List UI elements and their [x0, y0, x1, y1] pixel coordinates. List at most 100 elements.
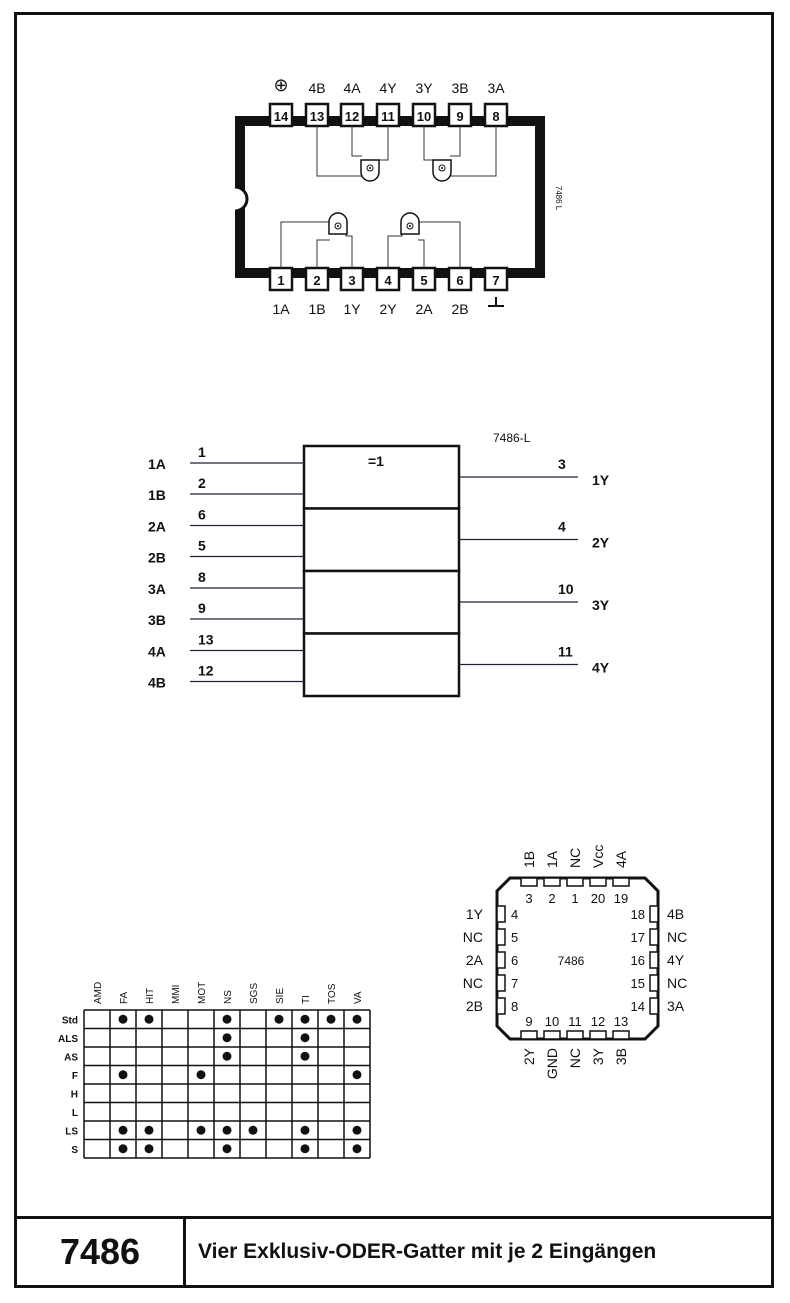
dip-top-pin-number: 9 [456, 109, 463, 124]
dip-bottom-pin-label: 1A [272, 301, 290, 317]
plcc-left-pin-number: 6 [511, 953, 518, 968]
plcc-right-pin-label: 4Y [667, 952, 685, 968]
plcc-bottom-pin-box [520, 1030, 538, 1040]
mfr-availability-dot [222, 1014, 232, 1024]
mfr-row-label: ALS [58, 1034, 78, 1045]
mfr-availability-dot [300, 1014, 310, 1024]
mfr-column-header: SGS [249, 983, 260, 1004]
mfr-column-header: AMD [93, 982, 104, 1004]
logic-xor-symbol: =1 [368, 453, 384, 469]
mfr-row-label: AS [64, 1053, 78, 1064]
dip-bottom-pin-number: 3 [348, 273, 355, 288]
logic-output-pin: 11 [558, 644, 573, 660]
mfr-availability-dot [352, 1125, 362, 1135]
mfr-row-label: Std [62, 1016, 78, 1027]
dip-bottom-pin-label: 1B [308, 301, 325, 317]
dip-top-pin-number: 8 [492, 109, 499, 124]
logic-output-name: 2Y [592, 535, 610, 551]
mfr-availability-dot [222, 1125, 232, 1135]
plcc-right-pin-box [649, 951, 659, 969]
logic-input-name: 4B [148, 675, 166, 691]
mfr-availability-dot [118, 1125, 128, 1135]
plcc-right-pin-number: 18 [631, 907, 645, 922]
plcc-bottom-pin-number: 13 [614, 1014, 628, 1029]
dip-top-pin-number: 11 [381, 109, 395, 124]
ground-symbol-icon [488, 297, 504, 307]
plcc-top-pin-label: Vcc [590, 845, 606, 868]
logic-output-pin: 10 [558, 581, 574, 597]
dip-bottom-pin-number: 2 [313, 273, 320, 288]
plcc-bottom-pin-number: 12 [591, 1014, 605, 1029]
mfr-availability-dot [300, 1125, 310, 1135]
logic-title: 7486-L [493, 431, 531, 445]
dip-notch [234, 185, 249, 213]
vcc-symbol-icon: ⊕ [273, 75, 288, 95]
logic-output-pin: 3 [558, 456, 566, 472]
dip-bottom-pin-label: 2A [415, 301, 433, 317]
plcc-right-pin-number: 16 [631, 953, 645, 968]
plcc-right-pin-box [649, 997, 659, 1015]
plcc-left-pin-box [496, 974, 506, 992]
plcc-top-pin-number: 19 [614, 891, 628, 906]
mfr-availability-dot [144, 1014, 154, 1024]
mfr-availability-dot [248, 1125, 258, 1135]
plcc-left-pin-box [496, 997, 506, 1015]
plcc-right-pin-label: 4B [667, 906, 684, 922]
plcc-top-pin-number: 1 [571, 891, 578, 906]
plcc-left-pin-box [496, 951, 506, 969]
plcc-left-pin-box [496, 905, 506, 923]
plcc-right-pin-number: 17 [631, 930, 645, 945]
mfr-availability-dot [144, 1125, 154, 1135]
mfr-column-header: MOT [197, 982, 208, 1004]
plcc-top-pin-label: 1A [544, 850, 560, 868]
plcc-left-pin-label: 1Y [466, 906, 484, 922]
dip-bottom-pin-number: 6 [456, 273, 463, 288]
mfr-availability-dot [222, 1144, 232, 1154]
plcc-top-pin-number: 20 [591, 891, 605, 906]
logic-output-pin: 4 [558, 519, 566, 535]
mfr-availability-dot [300, 1033, 310, 1043]
dip-top-pin-label: 4A [343, 80, 361, 96]
dip-bottom-pin-number: 7 [492, 273, 499, 288]
plcc-left-pin-number: 5 [511, 930, 518, 945]
plcc-bottom-pin-label: 3Y [590, 1047, 606, 1065]
mfr-availability-dot [196, 1070, 206, 1080]
mfr-availability-dot [144, 1144, 154, 1154]
plcc-center-label: 7486 [558, 954, 585, 968]
chip-number: 7486 [17, 1219, 186, 1285]
mfr-availability-dot [222, 1033, 232, 1043]
dip-top-pin-number: 13 [310, 109, 324, 124]
plcc-top-pin-box [543, 877, 561, 887]
dip-top-pin-label: 3A [487, 80, 505, 96]
plcc-top-pin-number: 3 [525, 891, 532, 906]
plcc-bottom-pin-box [566, 1030, 584, 1040]
plcc-bottom-pin-number: 11 [568, 1014, 582, 1029]
plcc-bottom-pin-number: 10 [545, 1014, 559, 1029]
logic-input-pin: 5 [198, 538, 206, 554]
dip-bottom-pin-label: 1Y [343, 301, 361, 317]
mfr-column-header: TOS [327, 983, 338, 1004]
plcc-bottom-pin-number: 9 [525, 1014, 532, 1029]
plcc-top-pin-label: 1B [521, 851, 537, 868]
dip-side-label: 7486 L [554, 186, 563, 211]
logic-input-pin: 1 [198, 444, 206, 460]
dip-top-pin-label: 3B [451, 80, 468, 96]
footer-bar: 7486 Vier Exklusiv-ODER-Gatter mit je 2 … [14, 1216, 774, 1288]
logic-input-pin: 9 [198, 600, 206, 616]
mfr-column-header: MMI [171, 985, 182, 1004]
mfr-column-header: SIE [275, 988, 286, 1004]
logic-output-name: 4Y [592, 660, 610, 676]
mfr-availability-dot [118, 1144, 128, 1154]
plcc-right-pin-box [649, 974, 659, 992]
plcc-right-pin-box [649, 928, 659, 946]
logic-output-name: 3Y [592, 597, 610, 613]
logic-input-pin: 2 [198, 475, 206, 491]
plcc-top-pin-number: 2 [548, 891, 555, 906]
dip-top-pin-number: 14 [274, 109, 289, 124]
mfr-availability-dot [300, 1144, 310, 1154]
mfr-availability-dot [352, 1144, 362, 1154]
logic-symbol: 7486-L1A1B1231Y2A2B6542Y3A3B89103Y4A4B13… [148, 431, 610, 698]
plcc-right-pin-label: NC [667, 975, 687, 991]
plcc-right-pin-number: 15 [631, 976, 645, 991]
